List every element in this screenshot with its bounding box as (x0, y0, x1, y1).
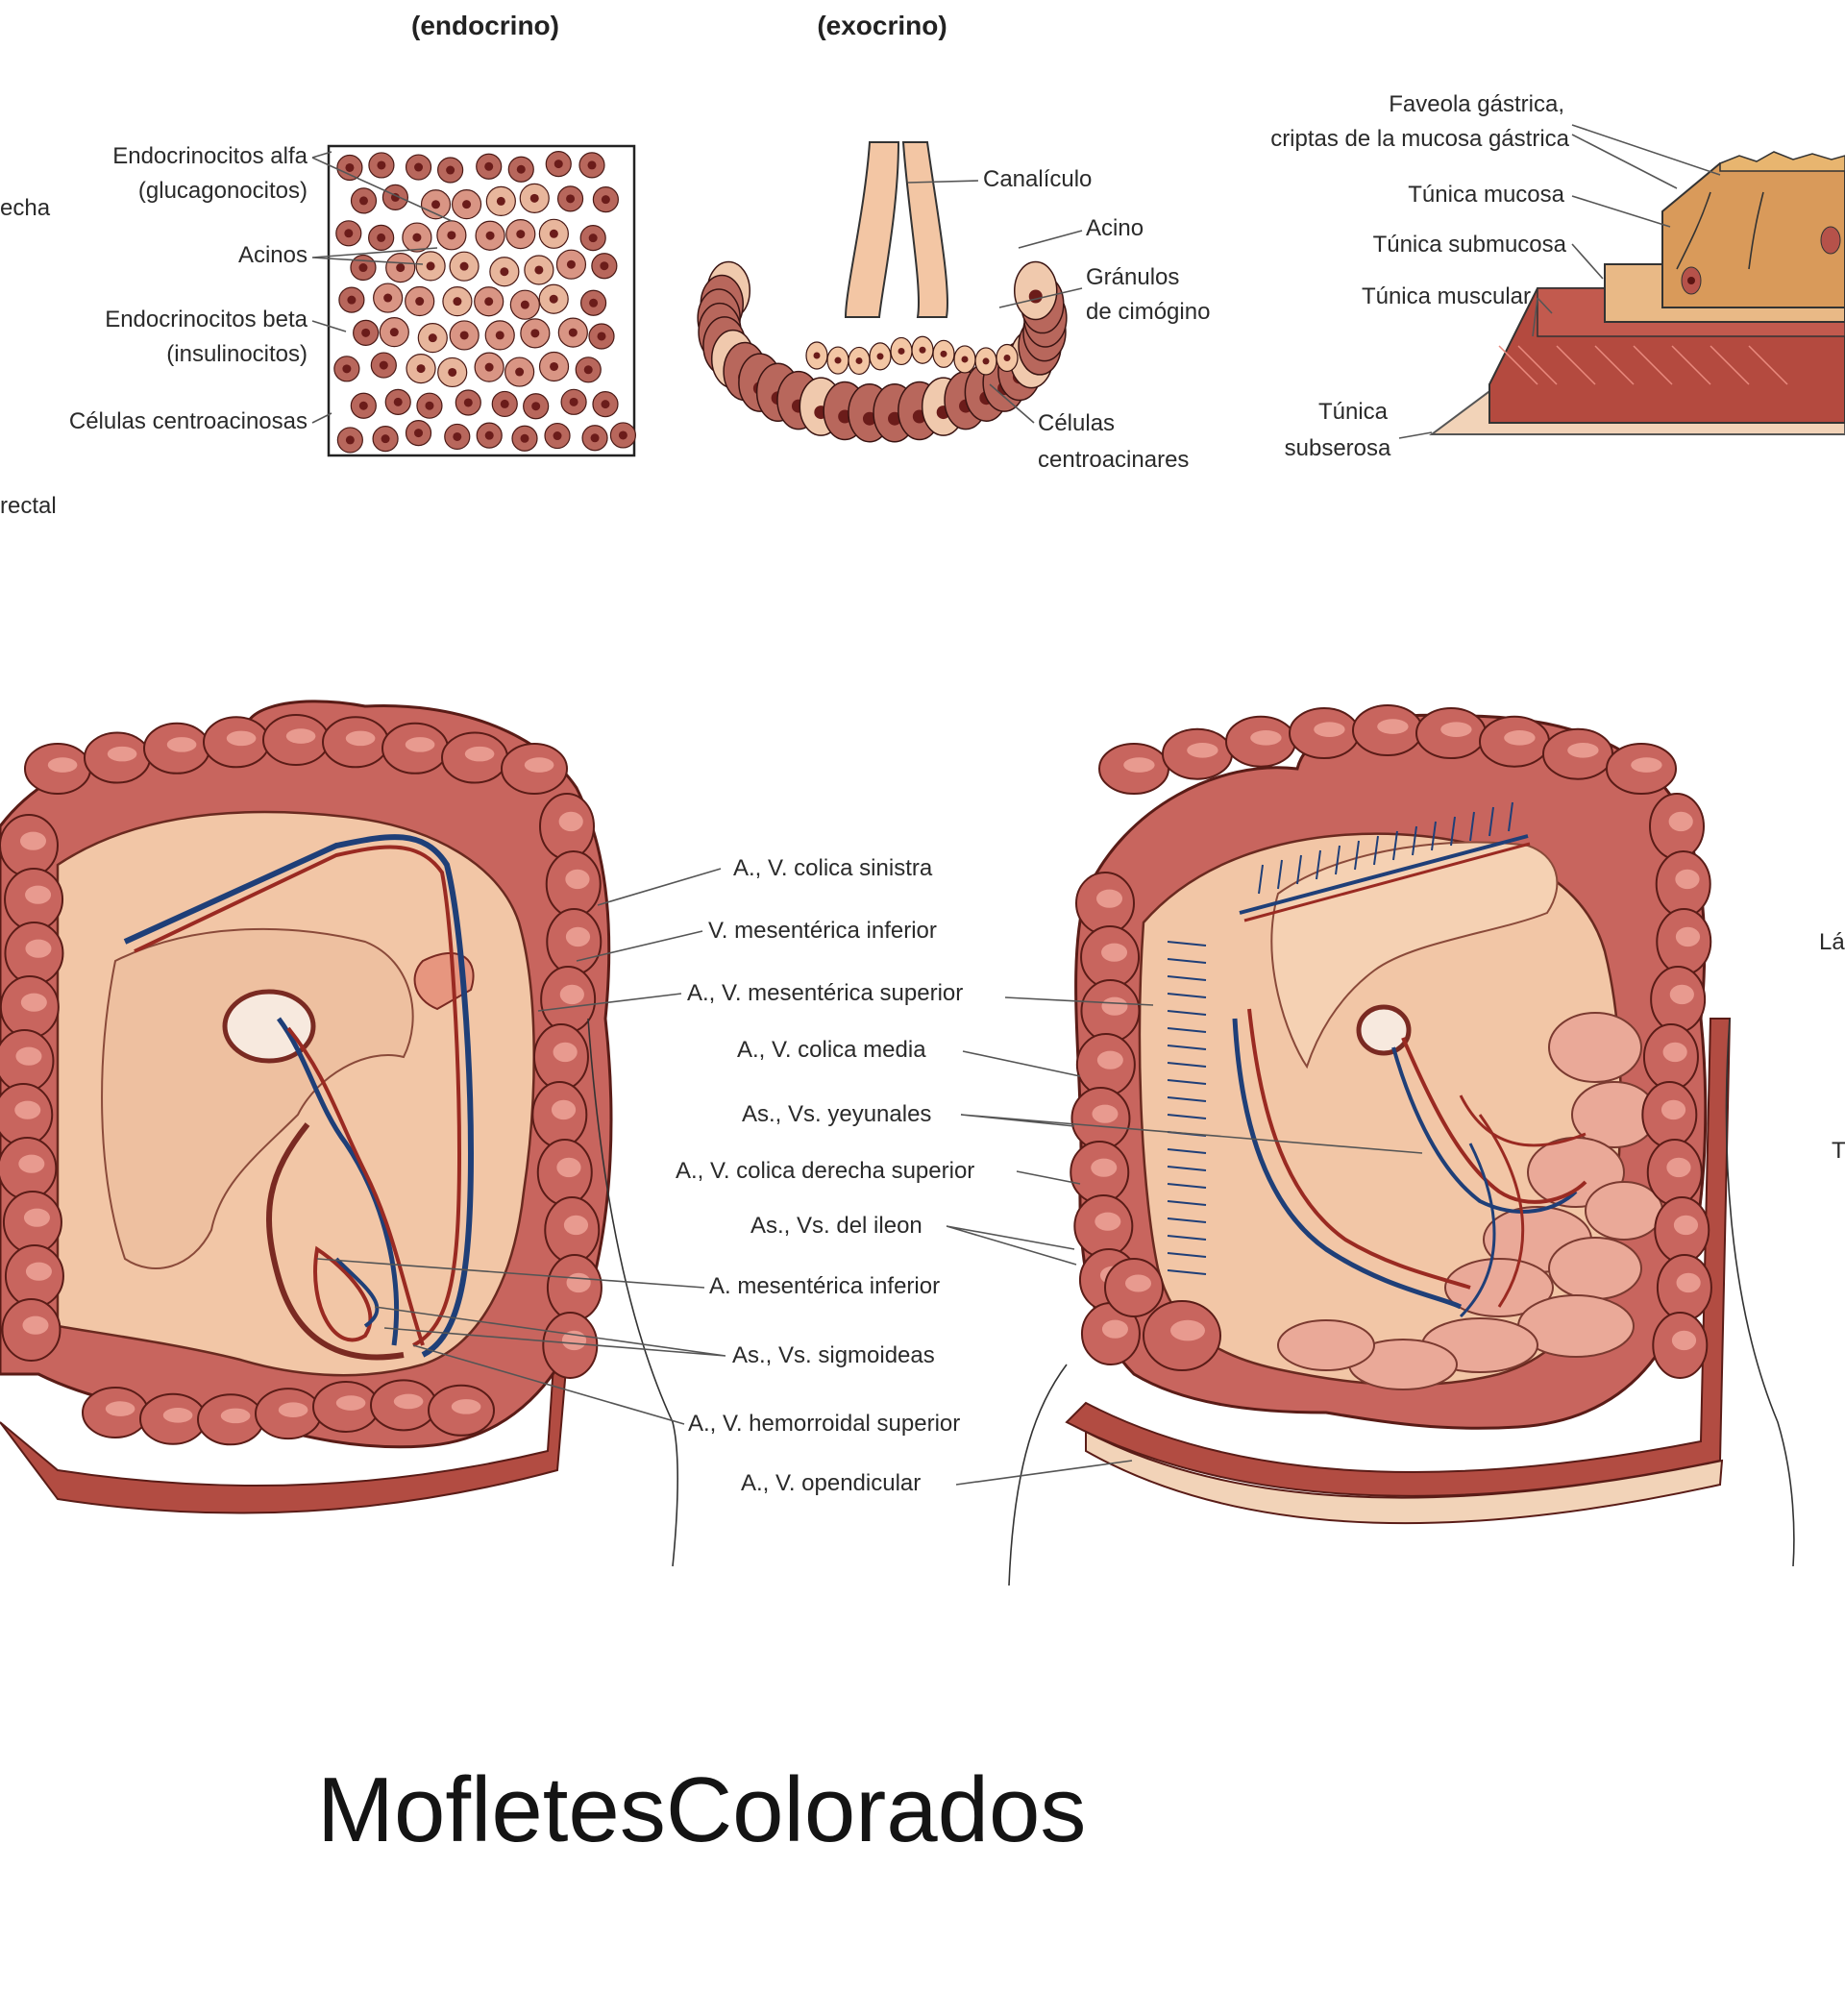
label-criptas-mucosa: criptas de la mucosa gástrica (1270, 126, 1569, 152)
fragment-label-right-2: T (1832, 1138, 1845, 1164)
colon-illustration-right (1065, 704, 1732, 1525)
label-yeyunales: As., Vs. yeyunales (742, 1101, 931, 1127)
label-canaliculo: Canalículo (983, 166, 1092, 192)
label-glucagonocitos: (glucagonocitos) (138, 178, 308, 204)
label-endocrinocitos-beta: Endocrinocitos beta (105, 307, 308, 332)
label-colica-derecha-superior: A., V. colica derecha superior (676, 1158, 974, 1184)
header-exocrine: (exocrino) (817, 11, 947, 40)
watermark-text: MofletesColorados (317, 1758, 1086, 1861)
label-mesenterica-inferior-a: A. mesentérica inferior (709, 1273, 940, 1299)
label-tunica: Túnica (1318, 399, 1389, 425)
endocrine-labels: Endocrinocitos alfa (glucagonocitos) Aci… (69, 143, 453, 434)
label-celulas: Células (1038, 410, 1115, 436)
label-granulos: Gránulos (1086, 264, 1179, 290)
body-outline (587, 1018, 1795, 1586)
label-centroacinares: centroacinares (1038, 447, 1189, 473)
label-tunica-muscular: Túnica muscular (1362, 283, 1531, 309)
exocrine-acinus-illustration (697, 141, 1068, 443)
label-celulas-centroacinosas: Células centroacinosas (69, 408, 308, 434)
label-acino: Acino (1086, 215, 1144, 241)
label-subserosa: subserosa (1285, 435, 1391, 461)
label-tunica-mucosa: Túnica mucosa (1408, 182, 1564, 208)
label-endocrinocitos-alfa: Endocrinocitos alfa (112, 143, 308, 169)
endocrine-islet-illustration (327, 144, 637, 457)
label-colica-sinistra: A., V. colica sinistra (733, 855, 933, 881)
label-mesenterica-superior: A., V. mesentérica superior (687, 980, 963, 1006)
label-mesenterica-inferior-v: V. mesentérica inferior (708, 918, 937, 944)
fragment-label-left-2: rectal (0, 493, 57, 519)
header-endocrine: (endocrino) (411, 11, 559, 40)
fragment-label-left-1: echa (0, 195, 51, 221)
label-de-cimogino: de cimógino (1086, 299, 1210, 325)
label-faveola-gastrica: Faveola gástrica, (1389, 91, 1564, 117)
label-opendicular: A., V. opendicular (741, 1470, 921, 1496)
stomach-wall-illustration (1428, 151, 1845, 435)
label-sigmoideas: As., Vs. sigmoideas (732, 1342, 935, 1368)
label-del-ileon: As., Vs. del ileon (750, 1213, 922, 1239)
label-insulinocitos: (insulinocitos) (166, 341, 308, 367)
label-hemorroidal-superior: A., V. hemorroidal superior (688, 1411, 960, 1437)
colon-illustration-left (0, 700, 613, 1514)
exocrine-labels: Canalículo Acino Gránulos de cimógino Cé… (907, 166, 1210, 473)
fragment-label-right-1: Lá (1819, 929, 1845, 955)
vessel-labels: A., V. colica sinistra V. mesentérica in… (316, 855, 1423, 1496)
label-colica-media: A., V. colica media (737, 1037, 926, 1063)
label-acinos: Acinos (238, 242, 308, 268)
stomach-wall-labels: Faveola gástrica, criptas de la mucosa g… (1270, 91, 1721, 461)
label-tunica-submucosa: Túnica submucosa (1373, 232, 1567, 258)
